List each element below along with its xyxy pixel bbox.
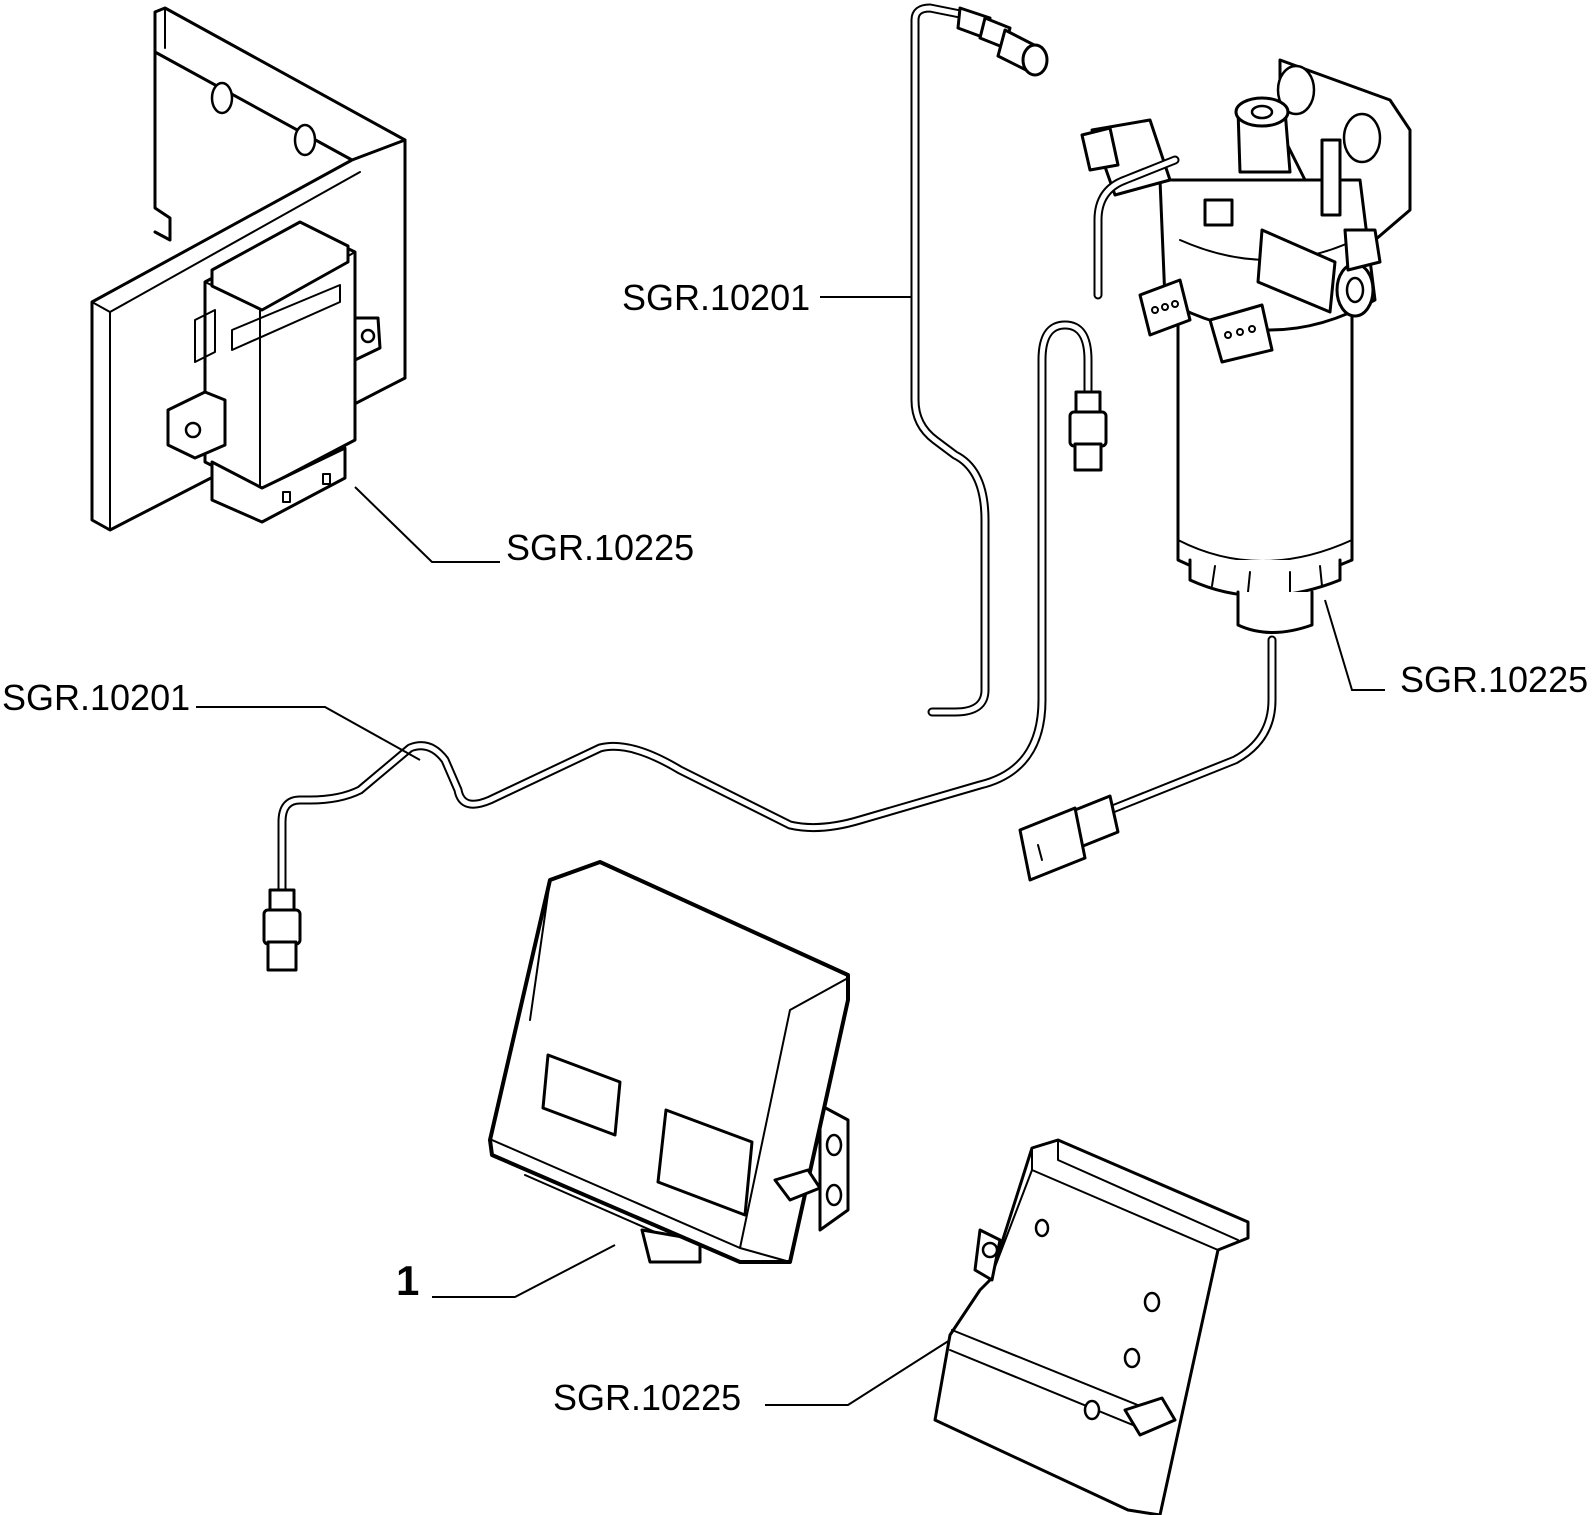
leader-bottom-bracket bbox=[765, 1339, 951, 1406]
fuel-filter-assembly bbox=[1018, 58, 1412, 882]
ecu-mounting-bracket bbox=[933, 1138, 1250, 1515]
leader-bracket-relay bbox=[354, 486, 500, 563]
callout-bottom-bracket: SGR.10225 bbox=[553, 1377, 741, 1418]
callout-item-1: 1 bbox=[396, 1257, 419, 1304]
mounting-bracket-with-relay bbox=[90, 6, 407, 532]
sensor-cable-left bbox=[262, 320, 1108, 972]
callout-bracket-relay: SGR.10225 bbox=[506, 527, 694, 568]
leader-filter bbox=[1324, 599, 1385, 691]
callout-left-cable: SGR.10201 bbox=[2, 677, 190, 718]
electronic-control-unit[interactable] bbox=[488, 860, 850, 1264]
leader-left-cable bbox=[196, 706, 421, 761]
callout-filter: SGR.10225 bbox=[1400, 659, 1588, 700]
callout-top-cable: SGR.10201 bbox=[622, 277, 810, 318]
sensor-cable-top bbox=[910, 3, 1049, 717]
leader-item-1 bbox=[432, 1244, 616, 1298]
